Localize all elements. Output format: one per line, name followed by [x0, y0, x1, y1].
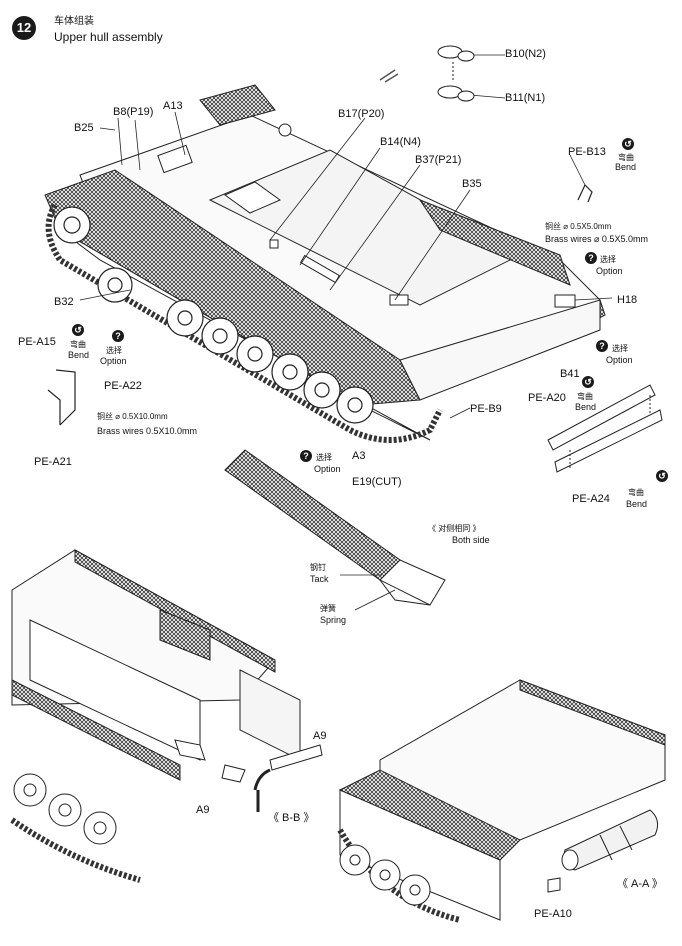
bend-note-en-4: Bend [626, 499, 648, 509]
tack-note-cn: 钢钉 [310, 563, 326, 572]
rear-strips [547, 384, 663, 473]
label-pe-b9: PE-B9 [470, 403, 502, 415]
label-pe-a15: PE-A15 [18, 336, 56, 348]
question-icon: ? [585, 252, 597, 264]
bend-icon: ↺ [582, 376, 594, 388]
bend-icon: ↺ [656, 470, 668, 482]
side-mesh-panel [224, 449, 446, 611]
label-b37: B37(P21) [415, 154, 462, 166]
brass-note-en-1: Brass wires ⌀ 0.5X5.0mm [545, 234, 648, 244]
question-icon: ? [112, 330, 124, 342]
spring-note-en: Spring [320, 615, 347, 625]
option-note-cn-1: 选择 [600, 255, 616, 264]
label-b32: B32 [54, 296, 74, 308]
label-h18: H18 [617, 294, 638, 306]
track-link-parts [437, 45, 475, 102]
step-title-en: Upper hull assembly [54, 30, 163, 44]
pe-a15-part [47, 369, 76, 426]
bend-note-en-3: Bend [575, 402, 597, 412]
bend-note-cn-3: 弯曲 [577, 392, 593, 401]
label-b11: B11(N1) [505, 92, 546, 104]
detail-view-right [337, 679, 666, 923]
label-b10: B10(N2) [505, 48, 546, 60]
label-pe-a24: PE-A24 [572, 493, 610, 505]
option-note-cn-3: 选择 [612, 344, 628, 353]
bend-icon: ↺ [622, 138, 634, 150]
label-a9-left: A9 [196, 804, 210, 816]
option-note-en-2: Option [100, 356, 127, 366]
label-b17: B17(P20) [338, 108, 385, 120]
spring-note-cn: 弹簧 [320, 604, 336, 613]
label-b14: B14(N4) [380, 136, 421, 148]
step-number-badge: 12 [12, 16, 36, 40]
label-pe-a22: PE-A22 [104, 380, 142, 392]
label-a13: A13 [163, 100, 183, 112]
bend-note-cn-2: 弯曲 [70, 340, 86, 349]
label-pe-a20: PE-A20 [528, 392, 566, 404]
label-b41: B41 [560, 368, 580, 380]
option-note-cn-4: 选择 [316, 453, 332, 462]
label-b25: B25 [74, 122, 94, 134]
road-wheels-main [53, 206, 374, 424]
step-title-cn: 车体组装 [54, 16, 94, 27]
bend-note-en-2: Bend [68, 350, 90, 360]
label-pe-a21: PE-A21 [34, 456, 72, 468]
option-note-cn-2: 选择 [106, 346, 122, 355]
deck-details [157, 123, 576, 308]
label-a3: A3 [352, 450, 366, 462]
pe-b13-part [577, 183, 593, 203]
label-e19: E19(CUT) [352, 476, 402, 488]
bend-note-cn-4: 弯曲 [628, 488, 644, 497]
brass-note-cn-2: 铜丝 ⌀ 0.5X10.0mm [97, 412, 168, 421]
bend-icon: ↺ [72, 324, 84, 336]
option-note-en-3: Option [606, 355, 633, 365]
label-section-bb: 《 B-B 》 [268, 812, 315, 824]
brass-note-cn-1: 铜丝 ⌀ 0.5X5.0mm [545, 222, 612, 231]
bend-note-cn: 弯曲 [618, 153, 634, 162]
bend-note-en: Bend [615, 162, 637, 172]
leader-lines-top [79, 54, 613, 419]
option-note-en-1: Option [596, 266, 623, 276]
both-side-note-en: Both side [452, 535, 490, 545]
label-a9-right: A9 [313, 730, 327, 742]
option-note-en-4: Option [314, 464, 341, 474]
detail-view-left [10, 549, 323, 883]
question-icon: ? [300, 450, 312, 462]
question-icon: ? [596, 340, 608, 352]
label-b8: B8(P19) [113, 106, 154, 118]
arrow-icon [379, 69, 399, 83]
label-b35: B35 [462, 178, 482, 190]
upper-hull-main [44, 84, 606, 443]
label-pe-b13: PE-B13 [568, 146, 606, 158]
both-side-note-cn: 《 对侧相同 》 [428, 524, 481, 533]
tack-note-en: Tack [310, 574, 329, 584]
brass-note-en-2: Brass wires 0.5X10.0mm [97, 426, 198, 436]
label-pe-a10: PE-A10 [534, 908, 572, 920]
label-section-aa: 《 A-A 》 [617, 878, 663, 890]
